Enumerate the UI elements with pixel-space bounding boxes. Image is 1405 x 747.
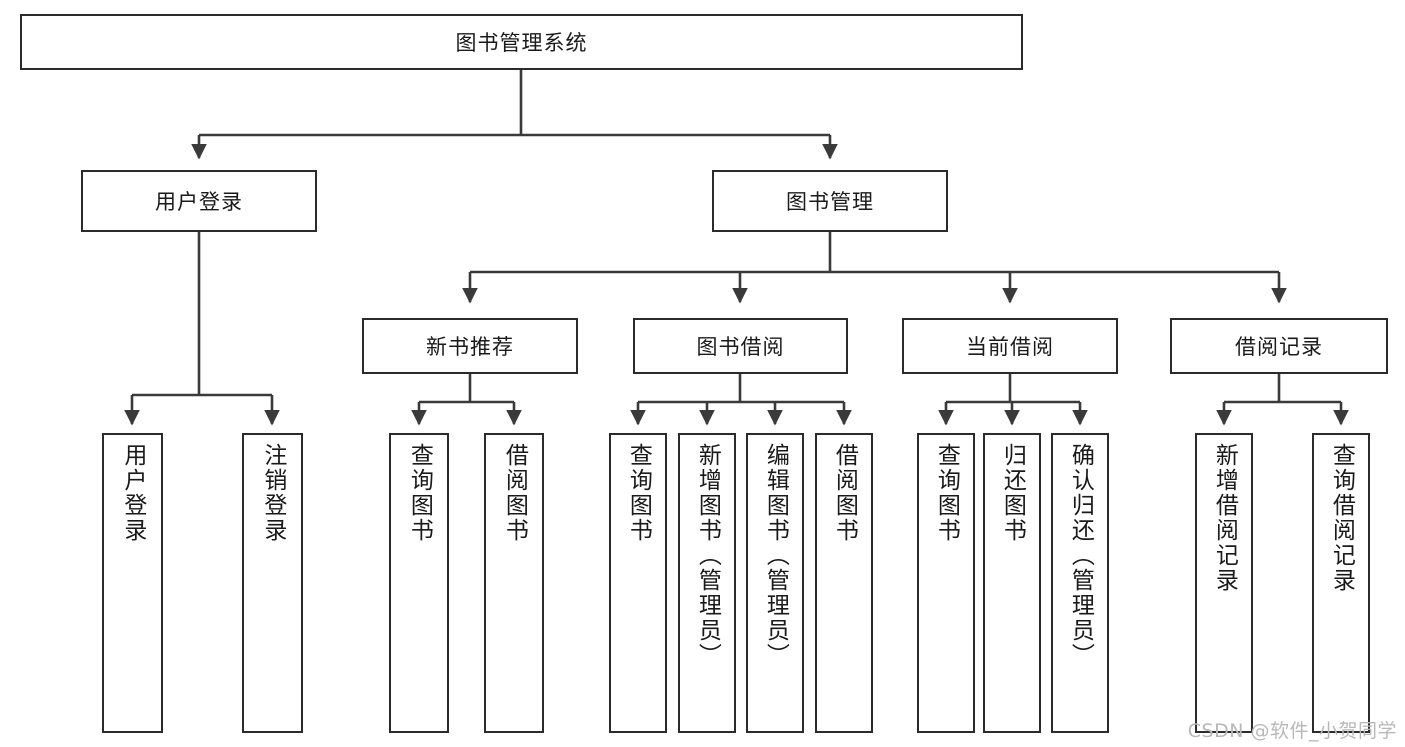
leaf-label: 查询图书 [625, 443, 652, 543]
node-book-borrow-label: 图书借阅 [696, 335, 785, 359]
node-borrow-record-label: 借阅记录 [1235, 335, 1323, 359]
node-root[interactable]: 图书管理系统 [20, 14, 1023, 70]
leaf-label: 编辑图书（管理员） [762, 443, 789, 668]
leaf-label: 归还图书 [999, 443, 1026, 543]
node-borrow-record[interactable]: 借阅记录 [1170, 318, 1388, 374]
leaf-label: 查询借阅记录 [1328, 443, 1355, 593]
leaf-label: 新增借阅记录 [1211, 443, 1238, 593]
leaf-book-borrow-add[interactable]: 新增图书（管理员） [678, 433, 736, 733]
leaf-book-borrow-lend[interactable]: 借阅图书 [815, 433, 873, 733]
leaf-user-login-signin[interactable]: 用户登录 [102, 433, 163, 733]
node-book-management-label: 图书管理 [786, 190, 874, 214]
leaf-current-borrow-return[interactable]: 归还图书 [983, 433, 1041, 733]
node-root-label: 图书管理系统 [455, 31, 588, 55]
leaf-borrow-record-query[interactable]: 查询借阅记录 [1312, 433, 1370, 733]
node-book-management[interactable]: 图书管理 [712, 170, 948, 232]
leaf-new-book-borrow[interactable]: 借阅图书 [484, 433, 544, 733]
leaf-label: 借阅图书 [831, 443, 858, 543]
leaf-new-book-query[interactable]: 查询图书 [389, 433, 449, 733]
leaf-book-borrow-query[interactable]: 查询图书 [609, 433, 667, 733]
node-book-borrow[interactable]: 图书借阅 [633, 318, 848, 374]
leaf-borrow-record-add[interactable]: 新增借阅记录 [1195, 433, 1253, 733]
node-user-login[interactable]: 用户登录 [81, 170, 317, 232]
leaf-label: 查询图书 [933, 443, 960, 543]
leaf-label: 用户登录 [119, 443, 146, 543]
leaf-current-borrow-confirm[interactable]: 确认归还（管理员） [1051, 433, 1109, 733]
leaf-label: 新增图书（管理员） [694, 443, 721, 668]
leaf-label: 注销登录 [259, 443, 286, 543]
leaf-user-login-signout[interactable]: 注销登录 [242, 433, 303, 733]
node-user-login-label: 用户登录 [155, 190, 243, 214]
watermark-text: CSDN @软件_小贺同学 [1187, 720, 1397, 742]
node-new-book-recommend[interactable]: 新书推荐 [362, 318, 578, 374]
leaf-label: 确认归还（管理员） [1067, 443, 1094, 668]
node-current-borrow-label: 当前借阅 [966, 335, 1054, 359]
leaf-label: 借阅图书 [501, 443, 528, 543]
leaf-label: 查询图书 [406, 443, 433, 543]
leaf-current-borrow-query[interactable]: 查询图书 [917, 433, 975, 733]
node-current-borrow[interactable]: 当前借阅 [902, 318, 1118, 374]
leaf-book-borrow-edit[interactable]: 编辑图书（管理员） [746, 433, 804, 733]
node-new-book-recommend-label: 新书推荐 [426, 335, 514, 359]
